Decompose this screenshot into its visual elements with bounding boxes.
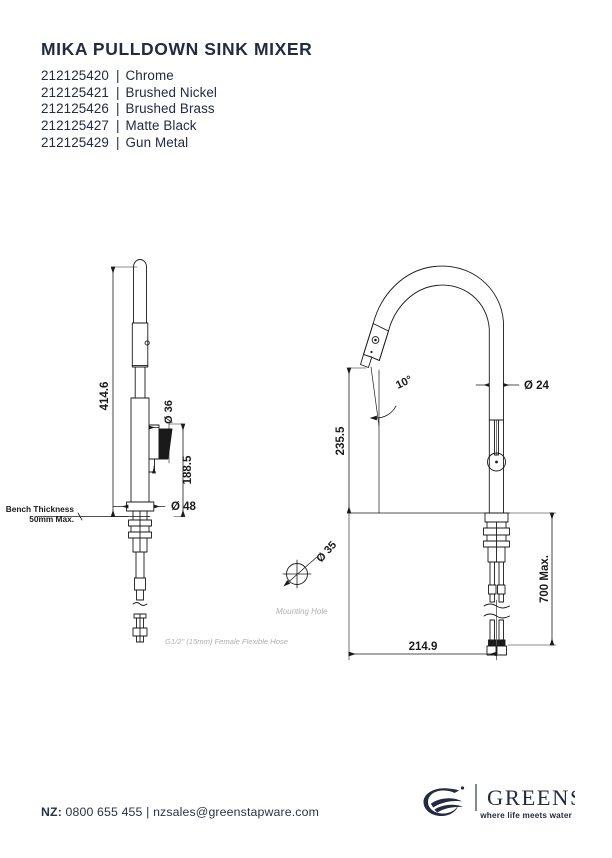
product-code-list: 212125420 | Chrome 212125421 | Brushed Nicke… (41, 68, 571, 151)
product-sku: 212125427 (41, 118, 109, 134)
list-item: 212125420 | Chrome (41, 68, 571, 85)
brand-wordmark: GREENS (487, 785, 575, 810)
page-title: MIKA PULLDOWN SINK MIXER (41, 39, 313, 59)
email-address[interactable]: nzsales@greenstapware.com (153, 805, 319, 819)
product-finish: Brushed Nickel (125, 84, 217, 100)
front-view-dimensions (77, 266, 186, 521)
contact-line: NZ: 0800 655 455 | nzsales@greenstapware… (41, 805, 319, 819)
product-header: MIKA PULLDOWN SINK MIXER 212125420 | Chrom… (41, 39, 571, 151)
list-item: 212125421 | Brushed Nickel (41, 85, 571, 102)
page-footer: NZ: 0800 655 455 | nzsales@greenstapware… (0, 770, 612, 840)
technical-drawing: 414.6 Ø 36 188.5 Ø 48 Bench Thickness 50… (0, 230, 612, 670)
dimension-handle-height: 188.5 (182, 455, 194, 484)
list-item: 212125427 | Matte Black (41, 118, 571, 135)
list-item: 212125429 | Gun Metal (41, 135, 571, 152)
greens-logo: GREENS where life meets water (415, 778, 575, 826)
dimension-spout-reach: 214.9 (409, 641, 438, 653)
dimension-hose-length: 700 Max. (539, 555, 551, 603)
separator: | (115, 68, 120, 84)
brand-tagline: where life meets water (479, 811, 572, 820)
product-finish: Brushed Brass (125, 101, 215, 117)
product-sku: 212125421 (41, 84, 109, 100)
product-finish: Chrome (125, 68, 174, 84)
product-finish: Gun Metal (125, 134, 189, 150)
separator: | (115, 84, 120, 100)
region-label: NZ: (41, 805, 62, 819)
product-sku: 212125420 (41, 68, 109, 84)
separator: | (115, 118, 120, 134)
dimension-spout-diameter: Ø 36 (163, 400, 175, 424)
greens-swirl-logo-icon (423, 786, 465, 817)
separator: | (115, 101, 120, 117)
note-flexible-hose: G1/2" (15mm) Female Flexible Hose (165, 637, 288, 646)
mounting-hole-symbol (282, 555, 319, 589)
separator: | (115, 134, 120, 150)
phone-number: 0800 655 455 (65, 805, 143, 819)
dimension-overall-height: 414.6 (99, 382, 111, 411)
product-sku: 212125426 (41, 101, 109, 117)
dimension-spray-angle: 10° (394, 374, 414, 392)
dimension-mounting-hole-diameter: Ø 35 (314, 539, 339, 565)
dimension-tube-diameter: Ø 24 (524, 380, 550, 392)
label-mounting-hole: Mounting Hole (276, 607, 328, 616)
product-finish: Matte Black (125, 118, 197, 134)
note-bench-thickness-line2: 50mm Max. (29, 514, 74, 524)
separator: | (146, 805, 150, 819)
note-bench-thickness-line1: Bench Thickness (6, 504, 75, 514)
front-view-faucet (37, 259, 173, 643)
list-item: 212125426 | Brushed Brass (41, 101, 571, 118)
side-view-dimensions (346, 366, 557, 661)
dimension-spout-height: 235.5 (335, 426, 347, 455)
product-sku: 212125429 (41, 134, 109, 150)
dimension-base-diameter: Ø 48 (171, 501, 197, 513)
side-view-faucet (360, 265, 510, 656)
